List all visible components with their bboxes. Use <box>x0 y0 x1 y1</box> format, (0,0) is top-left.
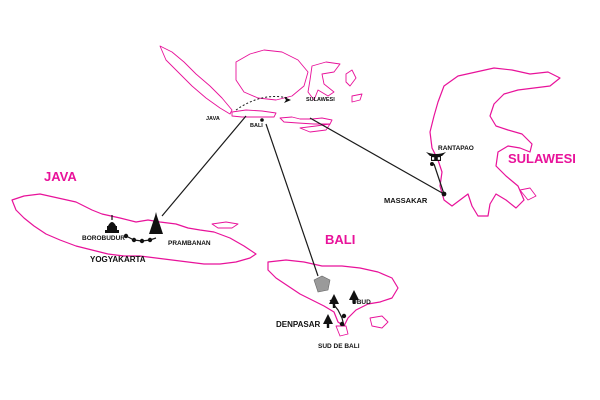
bali-lake-icon <box>313 275 331 293</box>
java-island <box>11 193 257 265</box>
tree-icon <box>329 294 339 308</box>
sud-de-bali-label: SUD DE BALI <box>318 343 360 350</box>
overview-borneo-outline <box>235 49 309 101</box>
rantapao-label: RANTAPAO <box>438 145 474 152</box>
overview-sulawesi-outline <box>307 61 341 101</box>
route-node-icon <box>341 313 347 319</box>
overview-sulawesi-label: SULAWESI <box>306 97 335 103</box>
overview-java-outline <box>231 109 277 118</box>
overview-sumatra-outline <box>159 45 233 115</box>
rantapao-node-icon <box>430 162 434 166</box>
overview-bali-node-icon <box>260 118 264 122</box>
tongkonan-house-icon <box>426 152 446 161</box>
denpasar-label: DENPASAR <box>276 320 321 329</box>
overview-plane-icon <box>284 97 291 103</box>
route-node-icon <box>139 238 145 244</box>
java-region-label: JAVA <box>44 169 77 184</box>
overview-route-arc <box>235 96 289 111</box>
nusa-penida-outline <box>369 315 389 329</box>
route-java-to-overview <box>161 115 247 217</box>
tree-icon <box>349 290 359 304</box>
borobudur-label: BOROBUDUR <box>82 235 125 242</box>
overview-map: JAVA BALI SULAWESI <box>159 45 363 133</box>
route-node-icon <box>123 233 129 239</box>
massakar-node-icon <box>441 191 447 197</box>
route-bali-to-overview <box>265 123 319 277</box>
route-massakar-to-rantapao <box>433 163 445 195</box>
route-node-icon <box>147 237 153 243</box>
yogyakarta-route-nodes <box>123 233 153 244</box>
overview-nusa-tenggara-outline <box>279 116 333 125</box>
bali-route-nodes <box>339 313 347 327</box>
bali-outline <box>267 259 399 327</box>
madura-outline <box>211 221 239 229</box>
overview-maluku-outline <box>345 69 363 103</box>
stupa-icon <box>105 215 119 233</box>
ubud-label: UBUD <box>352 299 371 306</box>
sulawesi-region-label: SULAWESI <box>508 151 576 166</box>
temple-icon <box>149 212 163 234</box>
overview-timor-outline <box>299 123 331 133</box>
bali-region-label: BALI <box>325 232 355 247</box>
massakar-label: MASSAKAR <box>384 196 428 205</box>
sulawesi-small-island-outline <box>519 187 537 201</box>
route-sulawesi-to-overview <box>309 117 445 195</box>
sulawesi-island <box>429 67 561 217</box>
prambanan-label: PRAMBANAN <box>168 240 211 247</box>
bukit-peninsula-outline <box>335 325 349 337</box>
route-node-icon <box>339 321 345 327</box>
sulawesi-outline <box>429 67 561 217</box>
route-node-icon <box>131 237 137 243</box>
yogyakarta-label: YOGYAKARTA <box>90 255 146 264</box>
routes <box>125 115 445 327</box>
java-outline <box>11 193 257 265</box>
overview-bali-label: BALI <box>250 123 263 129</box>
tree-icon <box>323 314 333 328</box>
overview-java-label: JAVA <box>206 116 220 122</box>
